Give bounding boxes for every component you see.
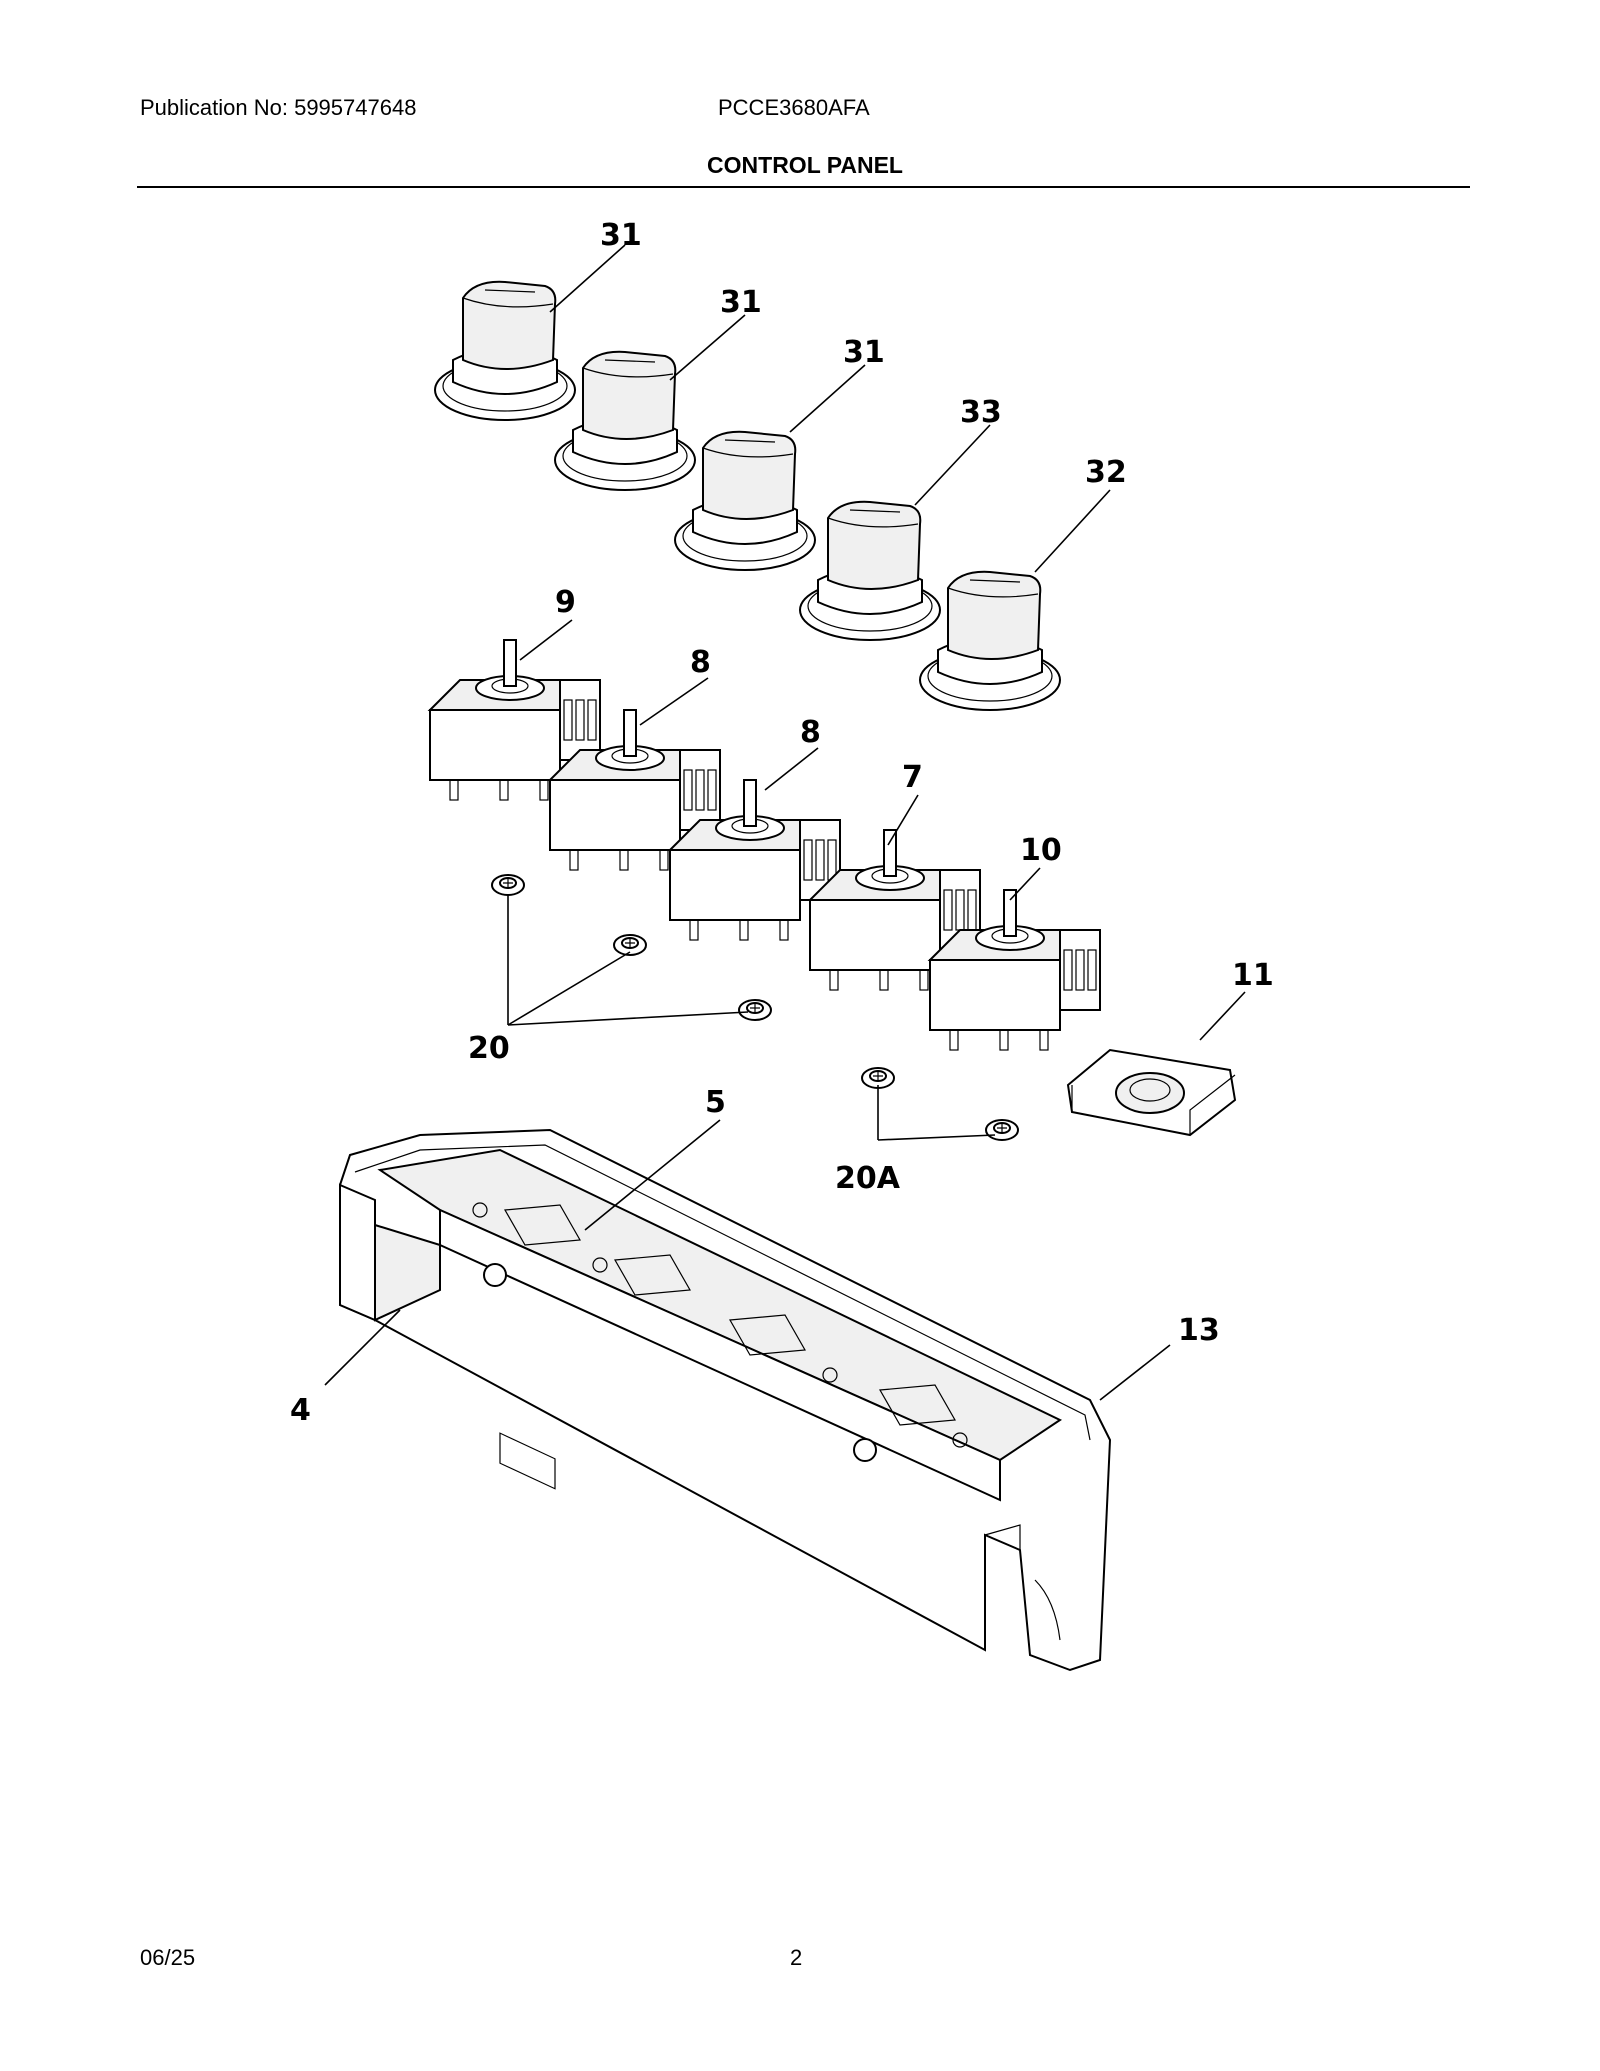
publication-number: Publication No: 5995747648 [140, 95, 417, 120]
section-title: CONTROL PANEL [707, 152, 903, 178]
callout-10: 10 [1020, 833, 1062, 868]
callout-31-b: 31 [720, 285, 762, 320]
callout-32: 32 [1085, 455, 1127, 490]
callout-20a: 20A [835, 1161, 901, 1196]
header-rule [137, 186, 1470, 188]
knob-31-a [434, 280, 576, 421]
footer-page-number: 2 [790, 1945, 803, 1970]
callout-9: 9 [555, 585, 576, 620]
footer-date: 06/25 [140, 1945, 196, 1970]
callout-31-c: 31 [843, 335, 885, 370]
callout-4: 4 [290, 1393, 311, 1428]
callout-7: 7 [902, 760, 923, 795]
knob-31-b [554, 350, 696, 491]
callout-31-a: 31 [600, 218, 642, 253]
washer-20-a [491, 874, 525, 896]
callout-11: 11 [1232, 958, 1274, 993]
side-panel-4 [339, 1183, 441, 1322]
callout-5: 5 [705, 1085, 726, 1120]
callout-20: 20 [468, 1031, 510, 1066]
knob-33 [799, 500, 941, 641]
knob-31-c [674, 430, 816, 571]
knob-32 [919, 570, 1061, 711]
push-button-11 [1066, 1048, 1237, 1137]
bracket-5 [377, 1148, 1063, 1502]
callout-8-b: 8 [800, 715, 821, 750]
callout-8-a: 8 [690, 645, 711, 680]
leader-lines [324, 244, 1246, 1401]
model-number: PCCE3680AFA [718, 95, 870, 120]
callout-13: 13 [1178, 1313, 1220, 1348]
callout-33: 33 [960, 395, 1002, 430]
washer-20a-b [985, 1119, 1019, 1141]
washer-20-c [738, 999, 772, 1021]
